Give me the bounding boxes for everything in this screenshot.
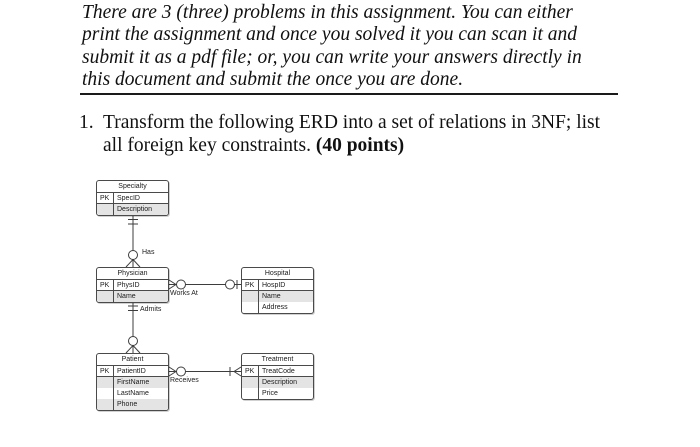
intro-paragraph: There are 3 (three) problems in this ass… [82, 2, 582, 92]
attribute-row: Description [242, 377, 313, 388]
pk-label [97, 291, 114, 302]
attribute-row: Name [97, 291, 168, 302]
attribute-name: SpecID [117, 195, 140, 202]
problem-line-1: 1. Transform the following ERD into a set… [79, 111, 600, 134]
pk-label [97, 388, 114, 399]
works-at-connector [168, 279, 241, 290]
pk-label: PK [97, 366, 114, 376]
admits-connector [125, 301, 141, 354]
attribute-name: Name [262, 293, 281, 300]
pk-label [97, 399, 114, 410]
pk-label: PK [97, 193, 114, 203]
horizontal-rule [80, 93, 618, 95]
attribute-name: Address [262, 304, 288, 311]
pk-label [242, 388, 259, 399]
pk-label [242, 291, 259, 302]
attribute-name: PatientID [117, 368, 146, 375]
attribute-name: HospID [262, 282, 286, 289]
attribute-name: PhysID [117, 282, 140, 289]
entity-title: Hospital [242, 268, 313, 280]
receives-connector [168, 366, 242, 377]
entity-title: Specialty [97, 181, 168, 193]
attribute-row: Price [242, 388, 313, 399]
pk-label: PK [97, 280, 114, 290]
entity-title: Treatment [242, 354, 313, 366]
attribute-row: LastName [97, 388, 168, 399]
pk-label: PK [242, 366, 259, 376]
pk-label [97, 204, 114, 215]
problem-text-1: Transform the following ERD into a set o… [103, 112, 601, 133]
attribute-name: Description [262, 379, 298, 386]
erd-connectors [125, 214, 242, 377]
attribute-name: Price [262, 390, 278, 397]
pk-label [242, 377, 259, 388]
pk-label [97, 377, 114, 388]
intro-line-4: this document and submit the once you ar… [82, 69, 464, 91]
intro-line-2: print the assignment and once you solved… [82, 24, 578, 46]
attribute-name: Description [117, 206, 153, 213]
attribute-name: FirstName [117, 379, 150, 386]
attribute-row: Description [97, 204, 168, 215]
attribute-name: Name [117, 293, 136, 300]
attribute-row: Address [242, 302, 313, 313]
attribute-name: Phone [117, 401, 138, 408]
pk-label [242, 302, 259, 313]
problem-text-2: all foreign key constraints. [103, 135, 311, 156]
entity-title: Physician [97, 268, 168, 280]
problem-statement: 1. Transform the following ERD into a set… [79, 111, 600, 157]
intro-line-3: submit it as a pdf file; or, you can wri… [82, 46, 582, 68]
problem-number: 1. [79, 112, 94, 133]
problem-line-2: all foreign key constraints. (40 points) [103, 134, 600, 157]
relationship-label-admits: Admits [140, 306, 162, 313]
pk-label: PK [242, 280, 259, 290]
entity-title: Patient [97, 354, 168, 366]
attribute-name: LastName [117, 390, 149, 397]
attribute-name: TreatCode [262, 368, 295, 375]
has-connector [125, 214, 141, 268]
attribute-row: Phone [97, 399, 168, 410]
relationship-label-receives: Receives [170, 377, 199, 384]
intro-line-1: There are 3 (three) problems in this ass… [82, 2, 573, 23]
relationship-label-works-at: Works At [170, 290, 198, 297]
relationship-label-has: Has [142, 249, 155, 256]
attribute-row: FirstName [97, 377, 168, 388]
attribute-row: Name [242, 291, 313, 302]
problem-points: (40 points) [315, 135, 405, 156]
